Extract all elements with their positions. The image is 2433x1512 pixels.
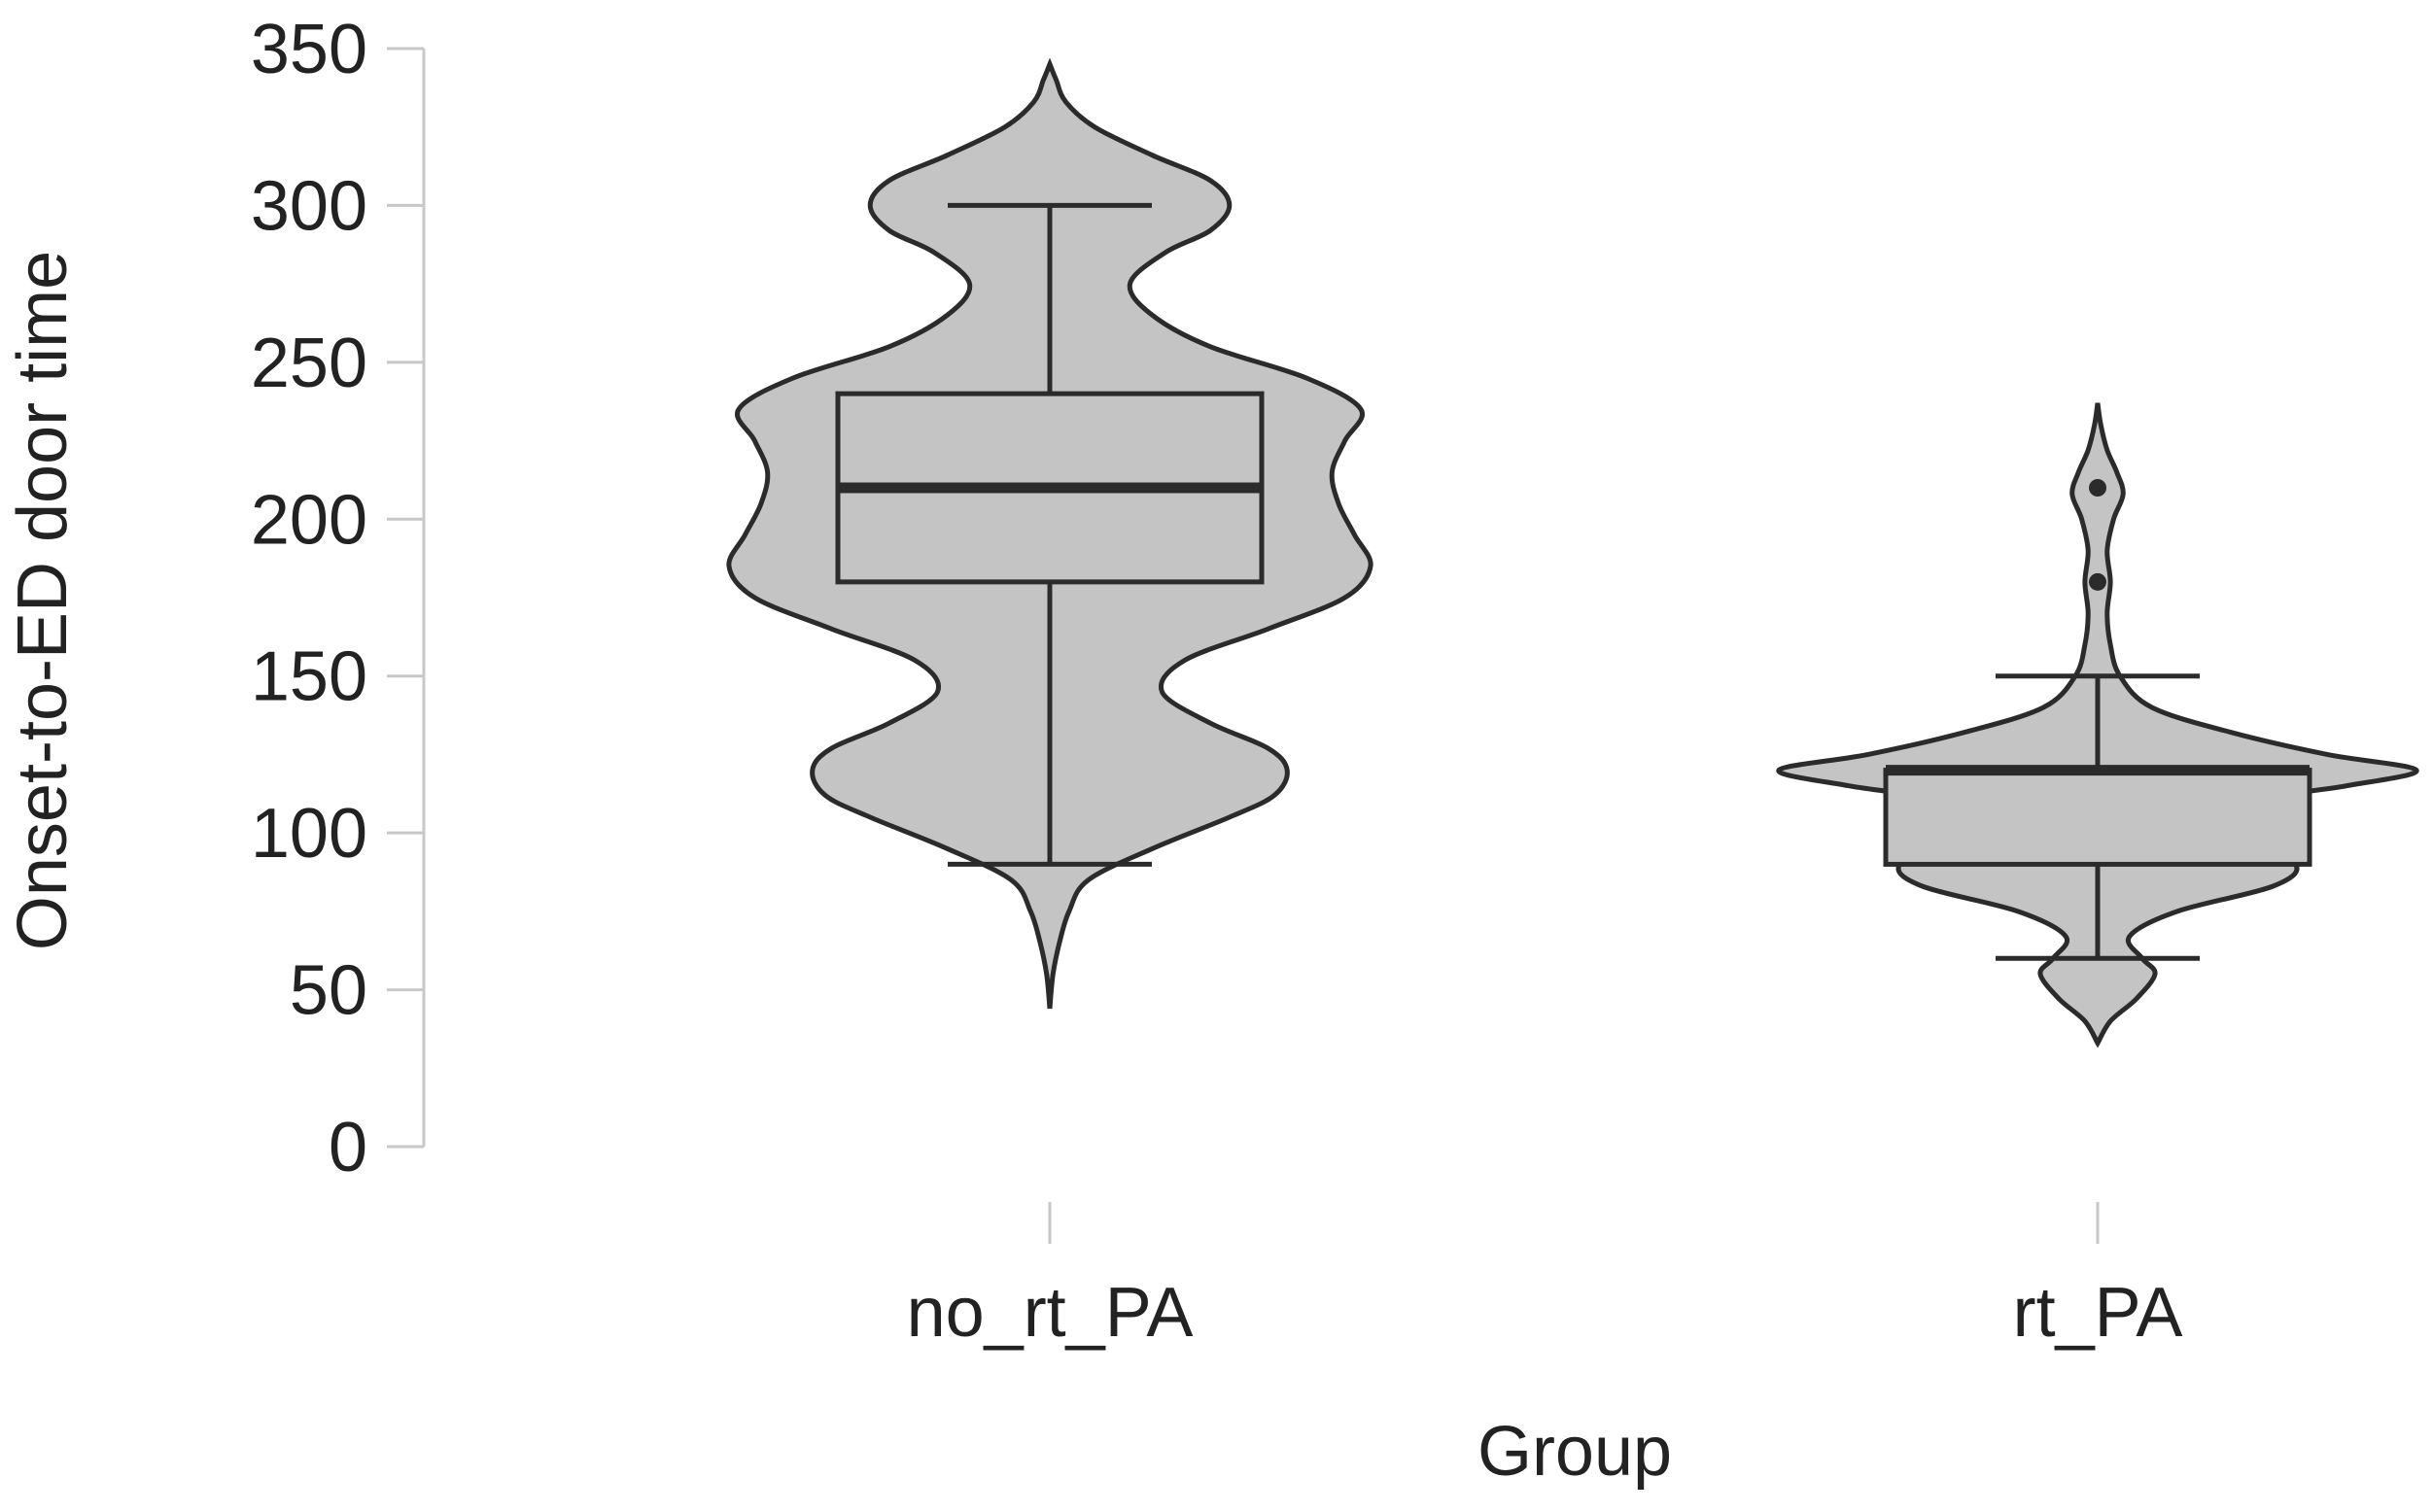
x-axis: no_rt_PA rt_PA xyxy=(907,1202,2183,1352)
y-tick-label: 200 xyxy=(251,481,367,559)
y-tick-label: 350 xyxy=(251,11,367,88)
x-tick-label-rt_PA: rt_PA xyxy=(2013,1274,2183,1352)
y-tick-label: 0 xyxy=(329,1109,367,1186)
y-tick-label: 100 xyxy=(251,795,367,873)
outlier-point xyxy=(2089,572,2106,591)
y-axis: 0 50 100 150 200 250 300 350 xyxy=(251,11,426,1186)
y-tick-label: 50 xyxy=(290,952,367,1030)
iqr-box xyxy=(1883,768,2312,867)
outlier-point xyxy=(2089,479,2106,497)
y-tick-label: 150 xyxy=(251,638,367,716)
group-no_rt_PA xyxy=(726,57,1373,1010)
x-axis-label: Group xyxy=(1477,1413,1672,1491)
y-tick-label: 250 xyxy=(251,325,367,402)
y-axis-label: Onset-to-ED door time xyxy=(4,251,82,950)
y-tick-label: 300 xyxy=(251,167,367,245)
x-tick-label-no_rt_PA: no_rt_PA xyxy=(907,1274,1194,1352)
group-rt_PA xyxy=(1776,402,2419,1048)
plot-area xyxy=(726,57,2419,1048)
